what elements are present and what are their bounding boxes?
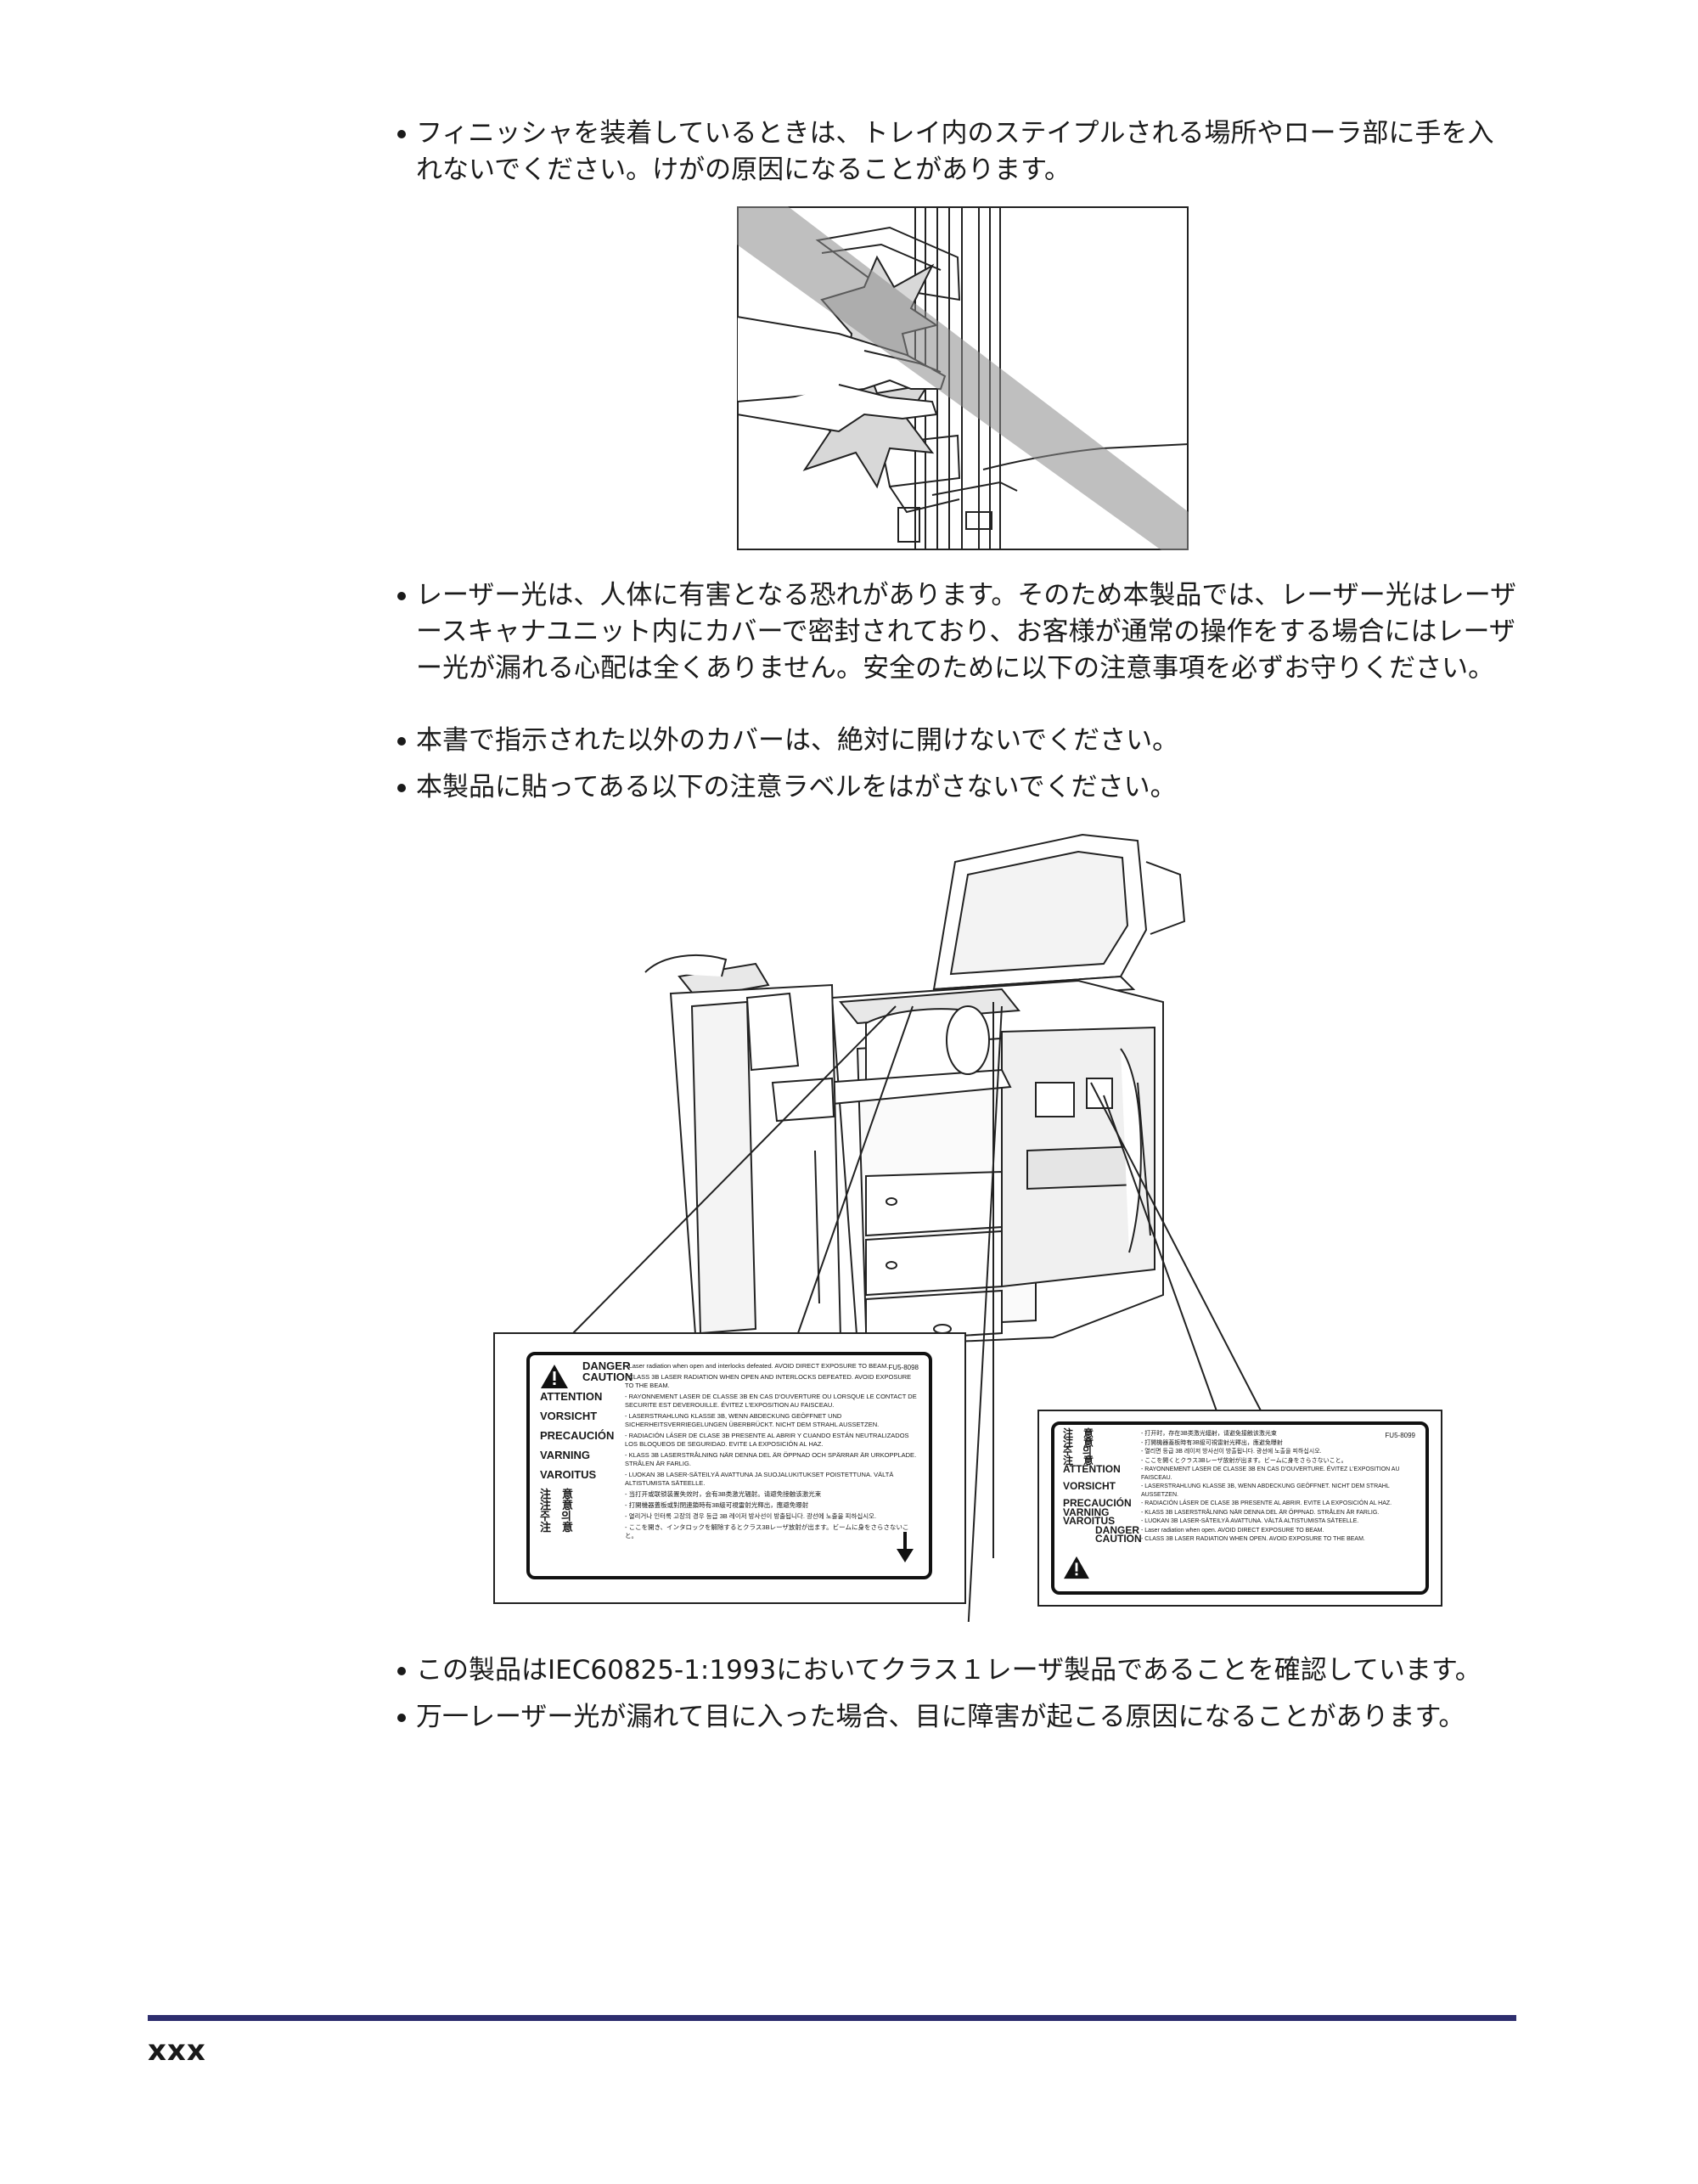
label-row: DANGER- Laser radiation when open. AVOID… [1063, 1523, 1417, 1536]
label-row-heading: 注 意 [540, 1521, 574, 1534]
label-row-text: - 打開機器蓋板時有3B級可視雷射光釋出，應避免曝射 [1141, 1439, 1283, 1446]
arrow-down-icon [897, 1532, 914, 1566]
label-row-heading: 注 意 [1063, 1436, 1094, 1449]
label-row: DANGER- Laser radiation when open and in… [540, 1359, 919, 1372]
label-row: 注 意 - ここを開き、インタロックを解除するとクラス3Bレーザ放射が出ます。ビー… [540, 1521, 919, 1540]
label-row-heading: VARNING [1063, 1506, 1110, 1518]
finisher-hand-illustration [736, 205, 1189, 550]
label-row-text: - KLASS 3B LASERSTRÅLNING NÄR DENNA DEL … [1141, 1509, 1380, 1516]
bullet-text: 本製品に貼ってある以下の注意ラベルをはがさないでください。 [416, 772, 1177, 802]
label-row-text: - RAYONNEMENT LASER DE CLASSE 3B EN CAS … [625, 1393, 917, 1409]
label-rows: 注 意- 打开时，存在3B类激光辐射，请避免接触该激光束注 意- 打開機器蓋板時… [1063, 1427, 1417, 1545]
label-row-text: - LUOKAN 3B LASER-SÄTEILYÄ AVATTUNA. VÄL… [1141, 1518, 1359, 1524]
bullet-text: 本書で指示された以外のカバーは、絶対に開けないでください。 [416, 725, 1179, 756]
label-row-text: - 打开时，存在3B类激光辐射，请避免接触该激光束 [1141, 1431, 1277, 1437]
label-row-text: - LASERSTRAHLUNG KLASSE 3B, WENN ABDECKU… [625, 1412, 880, 1428]
label-row-heading: VORSICHT [1063, 1480, 1116, 1492]
label-row-text: - CLASS 3B LASER RADIATION WHEN OPEN AND… [625, 1373, 912, 1389]
label-row-heading: VAROITUS [540, 1468, 597, 1481]
label-row: 주 의 - 열리면 등급 3B 레이저 방사선이 방출됩니다. 광선에 노출을 피… [1063, 1445, 1417, 1457]
warning-triangle-icon [1063, 1556, 1090, 1583]
bullet-text: フィニッシャを装着しているときは、トレイ内のステイプルされる場所やローラ部に手を… [416, 118, 1494, 185]
machine-caution-label-illustration: FU5-8098 DANGER- Laser radiation when op… [492, 828, 1452, 1635]
label-row: 注 意 - 打開機器蓋板時有3B級可視雷射光釋出，應避免曝射 [1063, 1436, 1417, 1449]
caution-label-left: FU5-8098 DANGER- Laser radiation when op… [526, 1352, 932, 1579]
label-row: VARNING - KLASS 3B LASERSTRÅLNING NÄR DEN… [540, 1449, 919, 1468]
label-row-heading: ATTENTION [1063, 1463, 1121, 1475]
label-row-heading: VORSICHT [540, 1410, 598, 1422]
label-row-text: - Laser radiation when open and interloc… [625, 1362, 889, 1370]
label-row: ATTENTION - RAYONNEMENT LASER DE CLASSE 3… [1063, 1463, 1417, 1482]
label-row: VORSICHT - LASERSTRAHLUNG KLASSE 3B, WENN… [1063, 1480, 1417, 1499]
label-row: VORSICHT - LASERSTRAHLUNG KLASSE 3B, WENN… [540, 1410, 919, 1429]
label-row-text: - RAYONNEMENT LASER DE CLASSE 3B EN CAS … [1141, 1466, 1400, 1481]
label-row-heading: 注 意 [540, 1499, 574, 1511]
label-row: ATTENTION - RAYONNEMENT LASER DE CLASSE 3… [540, 1390, 919, 1410]
label-row: VAROITUS - LUOKAN 3B LASER-SÄTEILYÄ AVATT… [540, 1468, 919, 1488]
bullet-do-not-open-covers: 本書で指示された以外のカバーは、絶対に開けないでください。 [395, 723, 1520, 759]
label-row: 注 意 - 当打开或联锁装置失效时，会有3B类激光辐射。请避免接触该激光束 [540, 1488, 919, 1500]
label-row-heading: CAUTION [582, 1371, 633, 1383]
label-row-text: - LASERSTRAHLUNG KLASSE 3B, WENN ABDECKU… [1141, 1483, 1390, 1498]
label-row: CAUTION- CLASS 3B LASER RADIATION WHEN O… [540, 1371, 919, 1390]
label-row: PRECAUCIÓN - RADIACIÓN LÁSER DE CLASE 3B … [1063, 1497, 1417, 1509]
label-row-heading: 주 의 [540, 1510, 571, 1523]
label-row-heading: PRECAUCIÓN [1063, 1497, 1132, 1509]
label-row-heading: 주 의 [1063, 1445, 1093, 1457]
label-row-text: - ここを開くとクラス3Bレーザ放射が出ます。ビームに身をさらさないこと。 [1141, 1457, 1347, 1464]
label-row-heading: VAROITUS [1063, 1515, 1116, 1527]
label-row: CAUTION- CLASS 3B LASER RADIATION WHEN O… [1063, 1533, 1417, 1545]
label-row: VAROITUS - LUOKAN 3B LASER-SÄTEILYÄ AVATT… [1063, 1515, 1417, 1527]
label-rows: DANGER- Laser radiation when open and in… [540, 1359, 919, 1540]
label-row-text: - 열리거나 인터록 고장의 경우 등급 3B 레이저 방사선이 방출됩니다. … [625, 1512, 877, 1520]
label-code: FU5-8098 [888, 1364, 919, 1371]
warning-triangle-icon [540, 1364, 569, 1393]
label-row-heading: PRECAUCIÓN [540, 1429, 615, 1442]
bullet-text: レーザー光は、人体に有害となる恐れがあります。そのため本製品では、レーザー光はレ… [416, 580, 1517, 684]
label-row-text: - 打開機器蓋板或對閉連鎖時有3B級可視雷射光釋出，應避免曝射 [625, 1501, 809, 1509]
label-row-heading: 注 意 [1063, 1427, 1094, 1439]
page-number: xxx [148, 2034, 206, 2068]
label-row-heading: 注 意 [1063, 1454, 1094, 1466]
label-row-text: - 열리면 등급 3B 레이저 방사선이 방출됩니다. 광선에 노출을 피하십시… [1141, 1449, 1322, 1455]
footer-rule [148, 2015, 1516, 2021]
label-row-text: - KLASS 3B LASERSTRÅLNING NÄR DENNA DEL … [625, 1451, 917, 1467]
label-row-text: - CLASS 3B LASER RADIATION WHEN OPEN. AV… [1141, 1536, 1365, 1542]
copier-machine-drawing [644, 833, 1186, 1348]
label-row: 注 意 - ここを開くとクラス3Bレーザ放射が出ます。ビームに身をさらさないこと。 [1063, 1454, 1417, 1466]
label-row-heading: CAUTION [1095, 1533, 1142, 1545]
label-row-text: - ここを開き、インタロックを解除するとクラス3Bレーザ放射が出ます。ビームに身… [625, 1523, 909, 1539]
bullet-laser-explanation: レーザー光は、人体に有害となる恐れがあります。そのため本製品では、レーザー光はレ… [395, 577, 1520, 687]
label-row-text: - LUOKAN 3B LASER-SÄTEILYÄ AVATTUNA JA S… [625, 1471, 894, 1487]
label-row: 注 意 - 打开时，存在3B类激光辐射，请避免接触该激光束 [1063, 1427, 1417, 1439]
label-row: 주 의 - 열리거나 인터록 고장의 경우 등급 3B 레이저 방사선이 방출됩니… [540, 1510, 919, 1523]
label-row-heading: ATTENTION [540, 1390, 603, 1403]
label-row: PRECAUCIÓN - RADIACIÓN LÁSER DE CLASE 3B … [540, 1429, 919, 1449]
label-row-text: - 当打开或联锁装置失效时，会有3B类激光辐射。请避免接触该激光束 [625, 1490, 822, 1498]
label-code: FU5-8099 [1385, 1432, 1415, 1439]
label-row-heading: VARNING [540, 1449, 590, 1461]
label-row: 注 意 - 打開機器蓋板或對閉連鎖時有3B級可視雷射光釋出，應避免曝射 [540, 1499, 919, 1511]
bullet-do-not-remove-labels: 本製品に貼ってある以下の注意ラベルをはがさないでください。 [395, 769, 1520, 806]
bullet-text: この製品はIEC60825-1:1993においてクラス１レーザ製品であることを確… [416, 1655, 1482, 1686]
label-row-heading: DANGER [1095, 1523, 1140, 1536]
label-row-text: - RADIACIÓN LÁSER DE CLASE 3B PRESENTE A… [625, 1432, 909, 1448]
bullet-iec-class: この製品はIEC60825-1:1993においてクラス１レーザ製品であることを確… [395, 1652, 1520, 1689]
label-row-text: - Laser radiation when open. AVOID DIREC… [1141, 1527, 1324, 1534]
label-row-text: - RADIACIÓN LÁSER DE CLASE 3B PRESENTE A… [1141, 1500, 1392, 1506]
right-label-frame: FU5-8099 注 意- 打开时，存在3B类激光辐射，请避免接触该激光束注 意… [1037, 1410, 1442, 1607]
label-row-heading: DANGER [582, 1359, 631, 1372]
label-row: VARNING - KLASS 3B LASERSTRÅLNING NÄR DEN… [1063, 1506, 1417, 1518]
bullet-eye-warning: 万一レーザー光が漏れて目に入った場合、目に障害が起こる原因になることがあります。 [395, 1699, 1520, 1736]
label-row-heading: 注 意 [540, 1488, 574, 1500]
caution-label-right: FU5-8099 注 意- 打开时，存在3B类激光辐射，请避免接触该激光束注 意… [1051, 1421, 1429, 1595]
bullet-finisher-warning: フィニッシャを装着しているときは、トレイ内のステイプルされる場所やローラ部に手を… [395, 115, 1520, 189]
bullet-text: 万一レーザー光が漏れて目に入った場合、目に障害が起こる原因になることがあります。 [416, 1702, 1465, 1732]
